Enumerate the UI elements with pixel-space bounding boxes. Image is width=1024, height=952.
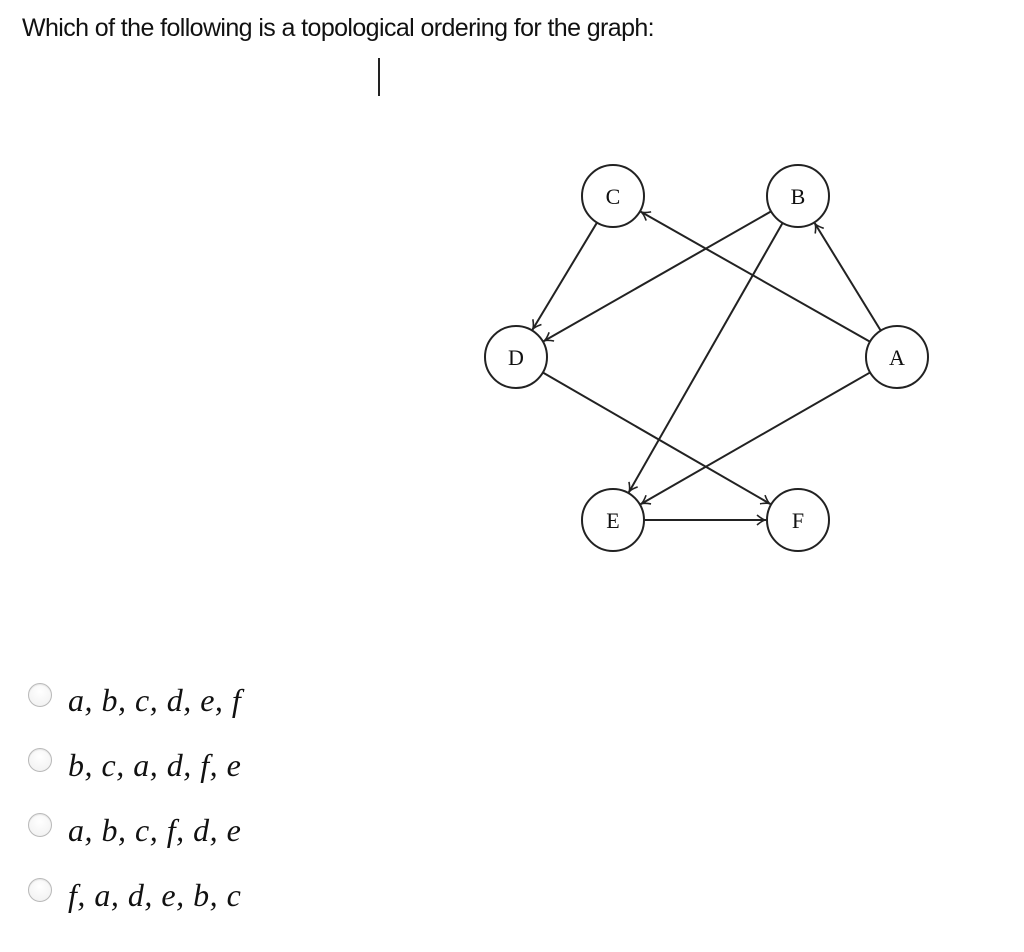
node-F [766,488,830,552]
option-4[interactable]: f, a, d, e, b, c [28,863,241,928]
edge-C-D [531,222,598,331]
node-E [581,488,645,552]
node-label: B [791,184,806,209]
radio-button[interactable] [28,747,52,772]
arrowhead-icon [531,319,542,331]
radio-button[interactable] [28,877,52,902]
edge-A-C [640,210,871,343]
arrowhead-icon [814,222,824,234]
option-label: a, b, c, d, e, f [68,682,242,718]
node-B [766,164,830,228]
node-label: F [792,508,804,533]
edge-B-E [627,222,784,493]
radio-button[interactable] [28,812,52,837]
text-cursor [378,58,380,96]
node-label: A [889,345,905,370]
option-2[interactable]: b, c, a, d, f, e [28,733,241,798]
node-label: D [508,345,524,370]
option-3[interactable]: a, b, c, f, d, e [28,798,241,863]
arrowhead-icon [640,494,652,505]
arrowhead-icon [759,494,771,505]
answer-options: a, b, c, d, e, f b, c, a, d, f, e a, b, … [28,668,241,928]
graph-nodes: C B D A E F [484,164,929,552]
node-C [581,164,645,228]
edge-D-F [542,371,771,505]
question-text: Which of the following is a topological … [22,14,655,42]
node-D [484,325,548,389]
option-label: f, a, d, e, b, c [68,877,242,913]
arrowhead-icon [543,332,555,342]
directed-graph: C B D A E F [484,164,929,552]
node-A [865,325,929,389]
edge-A-E [640,371,871,505]
option-label: a, b, c, f, d, e [68,812,242,848]
node-label: C [606,184,621,209]
node-label: E [606,508,619,533]
graph-edges [531,210,882,526]
option-label: b, c, a, d, f, e [68,747,242,783]
edge-A-B [813,222,882,332]
edge-B-D [543,210,772,343]
radio-button[interactable] [28,682,52,707]
option-1[interactable]: a, b, c, d, e, f [28,668,241,733]
